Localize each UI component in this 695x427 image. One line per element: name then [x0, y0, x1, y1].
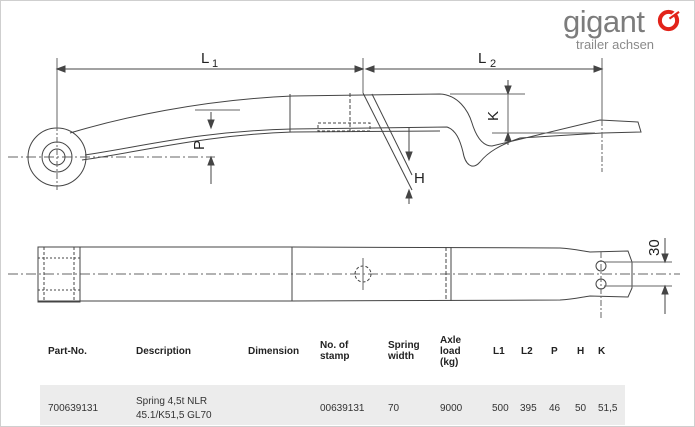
cell-l2: 395: [520, 403, 537, 414]
header-description: Description: [136, 346, 192, 357]
header-axle-line3: (kg): [440, 357, 459, 368]
cell-spring-width: 70: [388, 403, 400, 414]
cell-description-line2: 45.1/K51,5 GL70: [136, 410, 212, 421]
header-stamp-line2: stamp: [320, 351, 350, 362]
cell-description: Spring 4,5t NLR 45.1/K51,5 GL70: [136, 395, 212, 423]
header-h: H: [577, 346, 585, 357]
header-dimension: Dimension: [248, 346, 300, 357]
cell-k: 51,5: [598, 403, 618, 414]
header-axle-line2: load: [440, 346, 461, 357]
header-l1: L1: [493, 346, 505, 357]
dim-label-l2-sub: 2: [490, 58, 496, 70]
header-stamp: No. of stamp: [320, 340, 349, 362]
header-part-no: Part-No.: [48, 346, 87, 357]
dim-label-h: H: [414, 170, 425, 187]
second-leaf: [81, 130, 441, 161]
header-spring-line2: width: [388, 351, 415, 362]
cell-part-no: 700639131: [48, 403, 99, 414]
header-l2: L2: [521, 346, 533, 357]
cell-description-line1: Spring 4,5t NLR: [136, 396, 208, 407]
dim-label-l1: L: [201, 50, 209, 67]
cell-stamp: 00639131: [320, 403, 365, 414]
eye-bushing-top: [37, 246, 81, 303]
dim-label-k: K: [485, 111, 502, 121]
gear-ring-logo-icon: [657, 9, 680, 32]
brand-name: gigant: [563, 4, 645, 39]
main-leaf: [69, 93, 642, 167]
brand-logo: gigant trailer achsen: [563, 4, 691, 56]
top-view: [8, 238, 680, 318]
dim-label-p: P: [191, 140, 208, 150]
side-view: [8, 58, 642, 204]
header-k: K: [598, 346, 606, 357]
cell-h: 50: [575, 403, 587, 414]
dim-label-l1-sub: 1: [212, 58, 218, 70]
brand-subtitle: trailer achsen: [576, 37, 655, 52]
header-spring-width: Spring width: [388, 340, 420, 362]
clamp-hidden-line: [317, 122, 371, 132]
table-row: [40, 385, 625, 425]
header-p: P: [551, 346, 558, 357]
dim-label-width: 30: [646, 239, 663, 256]
dim-label-l2: L: [478, 50, 486, 67]
cell-p: 46: [549, 403, 561, 414]
leaf-top-outline: [38, 246, 633, 302]
cell-l1: 500: [492, 403, 509, 414]
header-spring-line1: Spring: [388, 340, 420, 351]
header-stamp-line1: No. of: [320, 340, 349, 351]
cell-axle-load: 9000: [440, 403, 463, 414]
header-axle-load: Axle load (kg): [440, 335, 461, 368]
header-axle-line1: Axle: [440, 335, 462, 346]
